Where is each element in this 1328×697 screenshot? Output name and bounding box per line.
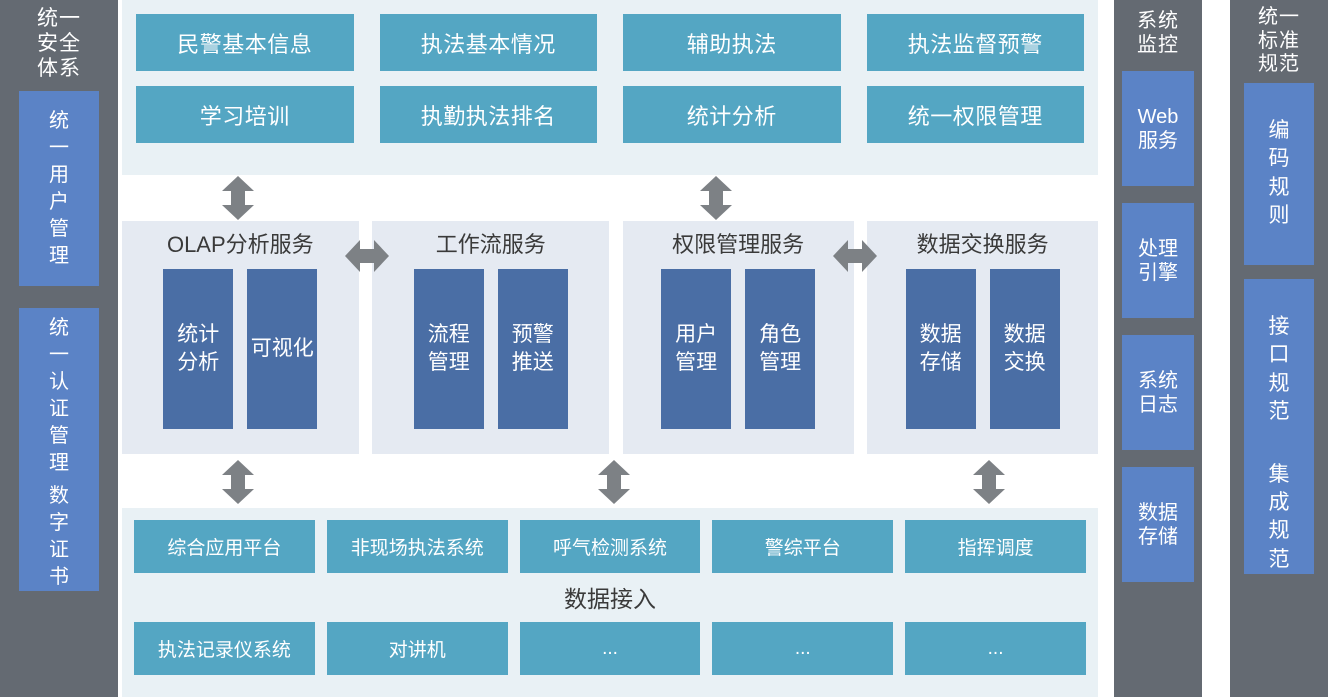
service-tile-process-management[interactable]: 流程 管理	[413, 268, 484, 429]
arrow-left-right-permission-data-exchange	[833, 240, 877, 272]
app-tile-duty-enforcement-ranking[interactable]: 执勤执法排名	[379, 86, 597, 143]
service-tile-data-exchange[interactable]: 数据 交换	[989, 268, 1060, 429]
sidebar-item-digital-certificate[interactable]: 数字证书	[19, 483, 99, 592]
arrow-up-down-apps-to-olap	[222, 176, 254, 220]
service-modules-data-exchange: 数据 存储 数据 交换	[867, 268, 1098, 429]
app-tile-enforcement-supervision-alert[interactable]: 执法监督预警	[866, 14, 1084, 71]
service-panel-data-exchange: 数据交换服务 数据 存储 数据 交换	[867, 221, 1098, 454]
app-tile-statistical-analysis[interactable]: 统计分析	[623, 86, 841, 143]
app-tile-unified-permission-management[interactable]: 统一权限管理	[866, 86, 1084, 143]
data-tile-command-dispatch[interactable]: 指挥调度	[905, 520, 1086, 573]
service-title-workflow: 工作流服务	[435, 232, 546, 257]
service-tile-user-management[interactable]: 用户 管理	[661, 268, 732, 429]
application-row-1: 民警基本信息 执法基本情况 辅助执法 执法监督预警	[136, 14, 1084, 71]
data-tile-breath-test-system[interactable]: 呼气检测系统	[519, 520, 701, 573]
service-tile-alert-push[interactable]: 预警 推送	[497, 268, 568, 429]
arrow-up-down-apps-to-permission	[700, 176, 732, 220]
service-gap-2	[609, 221, 623, 454]
service-tile-role-management[interactable]: 角色 管理	[745, 268, 816, 429]
data-access-panel: 综合应用平台 非现场执法系统 呼气检测系统 警综平台 指挥调度 数据接入 执法记…	[122, 508, 1098, 697]
app-tile-study-training[interactable]: 学习培训	[136, 86, 354, 143]
sidebar-security-system: 统一 安全 体系 统一用户管理 统一认证管理 数字证书	[0, 0, 118, 697]
sidebar-item-unified-user-management[interactable]: 统一用户管理	[19, 91, 99, 287]
service-tile-statistical-analysis[interactable]: 统计 分析	[163, 268, 234, 429]
data-access-row-1: 综合应用平台 非现场执法系统 呼气检测系统 警综平台 指挥调度	[134, 520, 1086, 573]
service-title-permission: 权限管理服务	[672, 232, 805, 257]
app-tile-assisted-enforcement[interactable]: 辅助执法	[623, 14, 841, 71]
application-layer-panel: 民警基本信息 执法基本情况 辅助执法 执法监督预警 学习培训 执勤执法排名 统计…	[122, 0, 1098, 175]
service-modules-workflow: 流程 管理 预警 推送	[372, 268, 609, 429]
application-row-2: 学习培训 执勤执法排名 统计分析 统一权限管理	[136, 86, 1084, 143]
sidebar-item-processing-engine[interactable]: 处理 引擎	[1122, 203, 1194, 319]
arrow-up-down-olap-to-data	[222, 460, 254, 504]
app-tile-police-basic-info[interactable]: 民警基本信息	[136, 14, 354, 71]
arrow-up-down-workflow-to-data	[598, 460, 630, 504]
service-title-data-exchange: 数据交换服务	[916, 232, 1049, 257]
sidebar-item-web-service[interactable]: Web 服务	[1122, 71, 1194, 187]
service-title-olap: OLAP分析服务	[166, 232, 314, 257]
sidebar-item-unified-auth-management[interactable]: 统一认证管理	[19, 308, 99, 484]
sidebar-item-coding-rules[interactable]: 编码规则	[1244, 82, 1314, 265]
data-tile-law-enforcement-recorder-system[interactable]: 执法记录仪系统	[134, 622, 315, 675]
sidebar-unified-standards: 统一 标准 规范 编码规则 接口规范 集成规范	[1230, 0, 1328, 697]
data-access-row-2: 执法记录仪系统 对讲机 ... ... ...	[134, 622, 1086, 675]
arrow-up-down-data-exchange-to-data	[973, 460, 1005, 504]
data-tile-placeholder-1[interactable]: ...	[519, 622, 701, 675]
sidebar-item-system-log[interactable]: 系统 日志	[1122, 335, 1194, 451]
service-tile-visualization[interactable]: 可视化	[247, 268, 318, 429]
data-access-label: 数据接入	[564, 586, 656, 612]
service-modules-permission: 用户 管理 角色 管理	[623, 268, 854, 429]
data-tile-placeholder-3[interactable]: ...	[905, 622, 1086, 675]
sidebar-monitoring-title: 系统 监控	[1137, 10, 1179, 56]
service-tile-data-storage[interactable]: 数据 存储	[905, 268, 976, 429]
sidebar-item-interface-spec[interactable]: 接口规范	[1244, 278, 1314, 461]
sidebar-item-data-storage[interactable]: 数据 存储	[1122, 467, 1194, 583]
service-panel-permission: 权限管理服务 用户 管理 角色 管理	[622, 221, 854, 454]
service-panel-workflow: 工作流服务 流程 管理 预警 推送	[372, 221, 610, 454]
app-tile-enforcement-basics[interactable]: 执法基本情况	[379, 14, 597, 71]
sidebar-item-integration-spec[interactable]: 集成规范	[1244, 460, 1314, 575]
data-tile-intercom[interactable]: 对讲机	[326, 622, 508, 675]
service-modules-olap: 统计 分析 可视化	[122, 268, 359, 429]
sidebar-security-title: 统一 安全 体系	[37, 7, 81, 80]
data-tile-offsite-enforcement-system[interactable]: 非现场执法系统	[326, 520, 508, 573]
sidebar-standards-title: 统一 标准 规范	[1258, 6, 1300, 76]
service-layer-band: OLAP分析服务 统计 分析 可视化 工作流服务 流程 管理 预警 推送 权限管…	[122, 221, 1098, 454]
arrow-left-right-olap-workflow	[345, 240, 389, 272]
main-content: 民警基本信息 执法基本情况 辅助执法 执法监督预警 学习培训 执勤执法排名 统计…	[122, 0, 1098, 697]
service-panel-olap: OLAP分析服务 统计 分析 可视化	[122, 221, 359, 454]
sidebar-system-monitoring: 系统 监控 Web 服务 处理 引擎 系统 日志 数据 存储	[1114, 0, 1202, 697]
data-tile-police-integrated-platform[interactable]: 警综平台	[712, 520, 894, 573]
data-tile-placeholder-2[interactable]: ...	[712, 622, 894, 675]
data-tile-integrated-application-platform[interactable]: 综合应用平台	[134, 520, 315, 573]
